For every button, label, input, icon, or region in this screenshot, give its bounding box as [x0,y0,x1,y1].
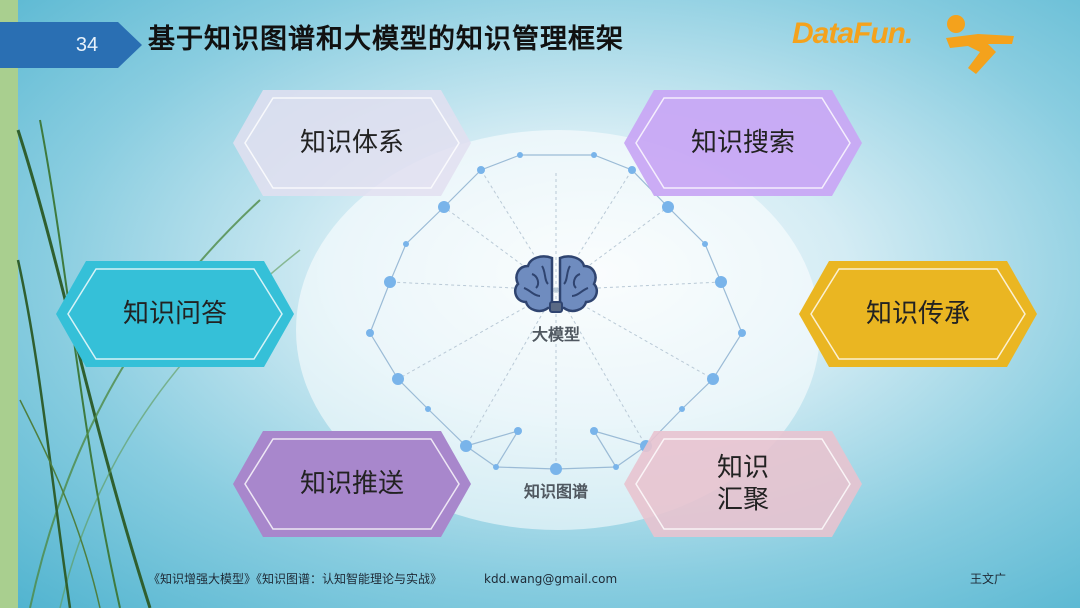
left-accent-strip [0,0,18,608]
hex-label-line2: 汇聚 [716,485,769,515]
brain-icon [514,255,598,313]
hex-label: 知识推送 [299,469,404,499]
hex-knowledge-qa: 知识问答 [56,261,294,367]
hex-knowledge-inherit: 知识传承 [799,261,1037,367]
hex-label: 知识体系 [299,128,404,158]
footer-author: 王文广 [970,572,1007,586]
page-number-tab [0,22,142,68]
hex-label-line1: 知识 [716,453,769,483]
footer-books: 《知识增强大模型》《知识图谱：认知智能理论与实战》 [148,572,443,586]
knowledge-graph-label: 知识图谱 [523,482,588,501]
hex-label: 知识搜索 [690,128,795,158]
center-label-large-model: 大模型 [531,325,580,344]
slide-title: 基于知识图谱和大模型的知识管理框架 [148,24,624,55]
hex-knowledge-search: 知识搜索 [624,90,862,196]
runner-logo-icon [946,15,1014,74]
footer-email[interactable]: kdd.wang@gmail.com [484,572,618,586]
datafun-logo: DataFun. [792,17,913,50]
hex-label: 知识问答 [122,299,227,329]
hex-knowledge-system: 知识体系 [233,90,471,196]
hex-knowledge-push: 知识推送 [233,431,471,537]
page-number: 34 [75,34,99,56]
hex-knowledge-gather: 知识 汇聚 [624,431,862,537]
hex-label: 知识传承 [865,299,970,329]
